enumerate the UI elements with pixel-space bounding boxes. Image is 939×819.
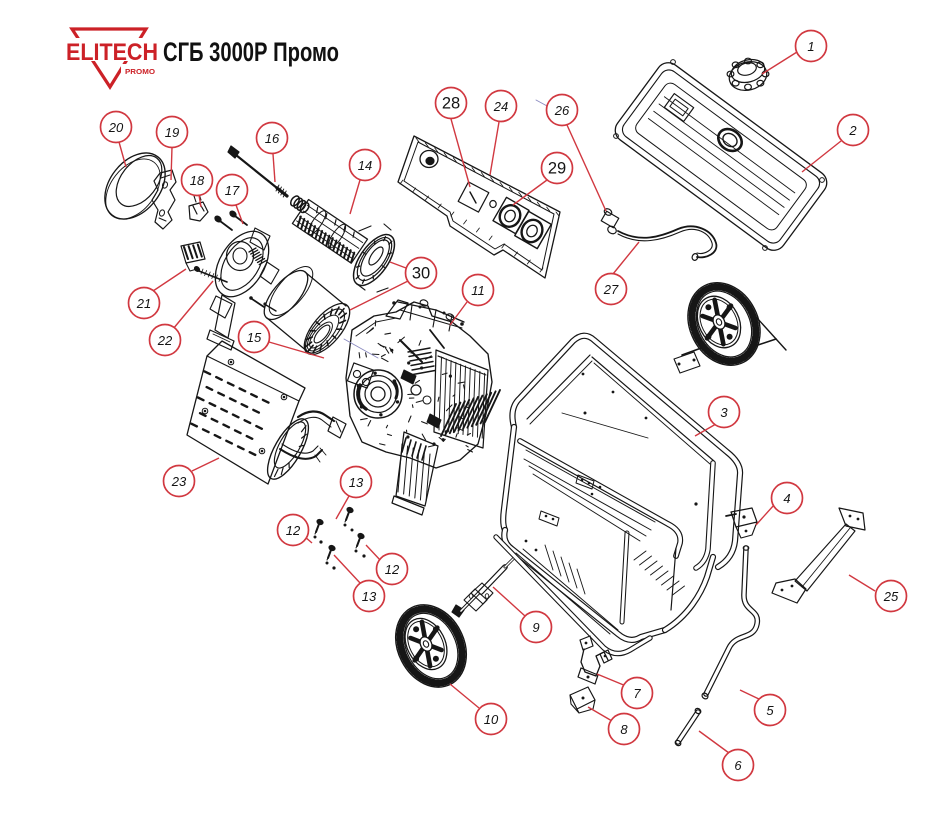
svg-text:ELITECH: ELITECH bbox=[66, 39, 158, 66]
svg-text:25: 25 bbox=[883, 589, 899, 604]
svg-text:14: 14 bbox=[358, 158, 372, 173]
svg-text:9: 9 bbox=[532, 620, 539, 635]
svg-text:2: 2 bbox=[848, 123, 857, 138]
svg-text:13: 13 bbox=[362, 589, 377, 604]
svg-text:30: 30 bbox=[412, 265, 430, 283]
svg-text:СГБ 3000Р Промо: СГБ 3000Р Промо bbox=[163, 37, 339, 67]
svg-text:16: 16 bbox=[265, 131, 280, 146]
svg-text:27: 27 bbox=[603, 282, 619, 297]
svg-text:23: 23 bbox=[171, 474, 187, 489]
svg-text:1: 1 bbox=[807, 39, 814, 54]
svg-text:8: 8 bbox=[620, 722, 628, 737]
svg-text:10: 10 bbox=[484, 712, 499, 727]
svg-text:12: 12 bbox=[286, 523, 301, 538]
svg-text:12: 12 bbox=[385, 562, 400, 577]
svg-text:15: 15 bbox=[247, 330, 262, 345]
svg-text:PROMO: PROMO bbox=[125, 67, 155, 76]
svg-text:19: 19 bbox=[165, 125, 179, 140]
svg-text:4: 4 bbox=[783, 491, 790, 506]
svg-text:26: 26 bbox=[554, 103, 570, 118]
svg-text:18: 18 bbox=[190, 173, 205, 188]
svg-text:5: 5 bbox=[766, 703, 774, 718]
svg-text:24: 24 bbox=[493, 99, 508, 114]
svg-text:6: 6 bbox=[734, 758, 742, 773]
svg-text:11: 11 bbox=[471, 283, 485, 298]
svg-text:3: 3 bbox=[720, 405, 728, 420]
svg-text:13: 13 bbox=[349, 475, 364, 490]
svg-text:22: 22 bbox=[157, 333, 173, 348]
svg-text:20: 20 bbox=[108, 120, 124, 135]
svg-text:28: 28 bbox=[442, 95, 460, 113]
svg-text:17: 17 bbox=[225, 183, 240, 198]
svg-text:21: 21 bbox=[136, 296, 151, 311]
svg-text:29: 29 bbox=[548, 160, 566, 178]
svg-text:7: 7 bbox=[633, 686, 641, 701]
